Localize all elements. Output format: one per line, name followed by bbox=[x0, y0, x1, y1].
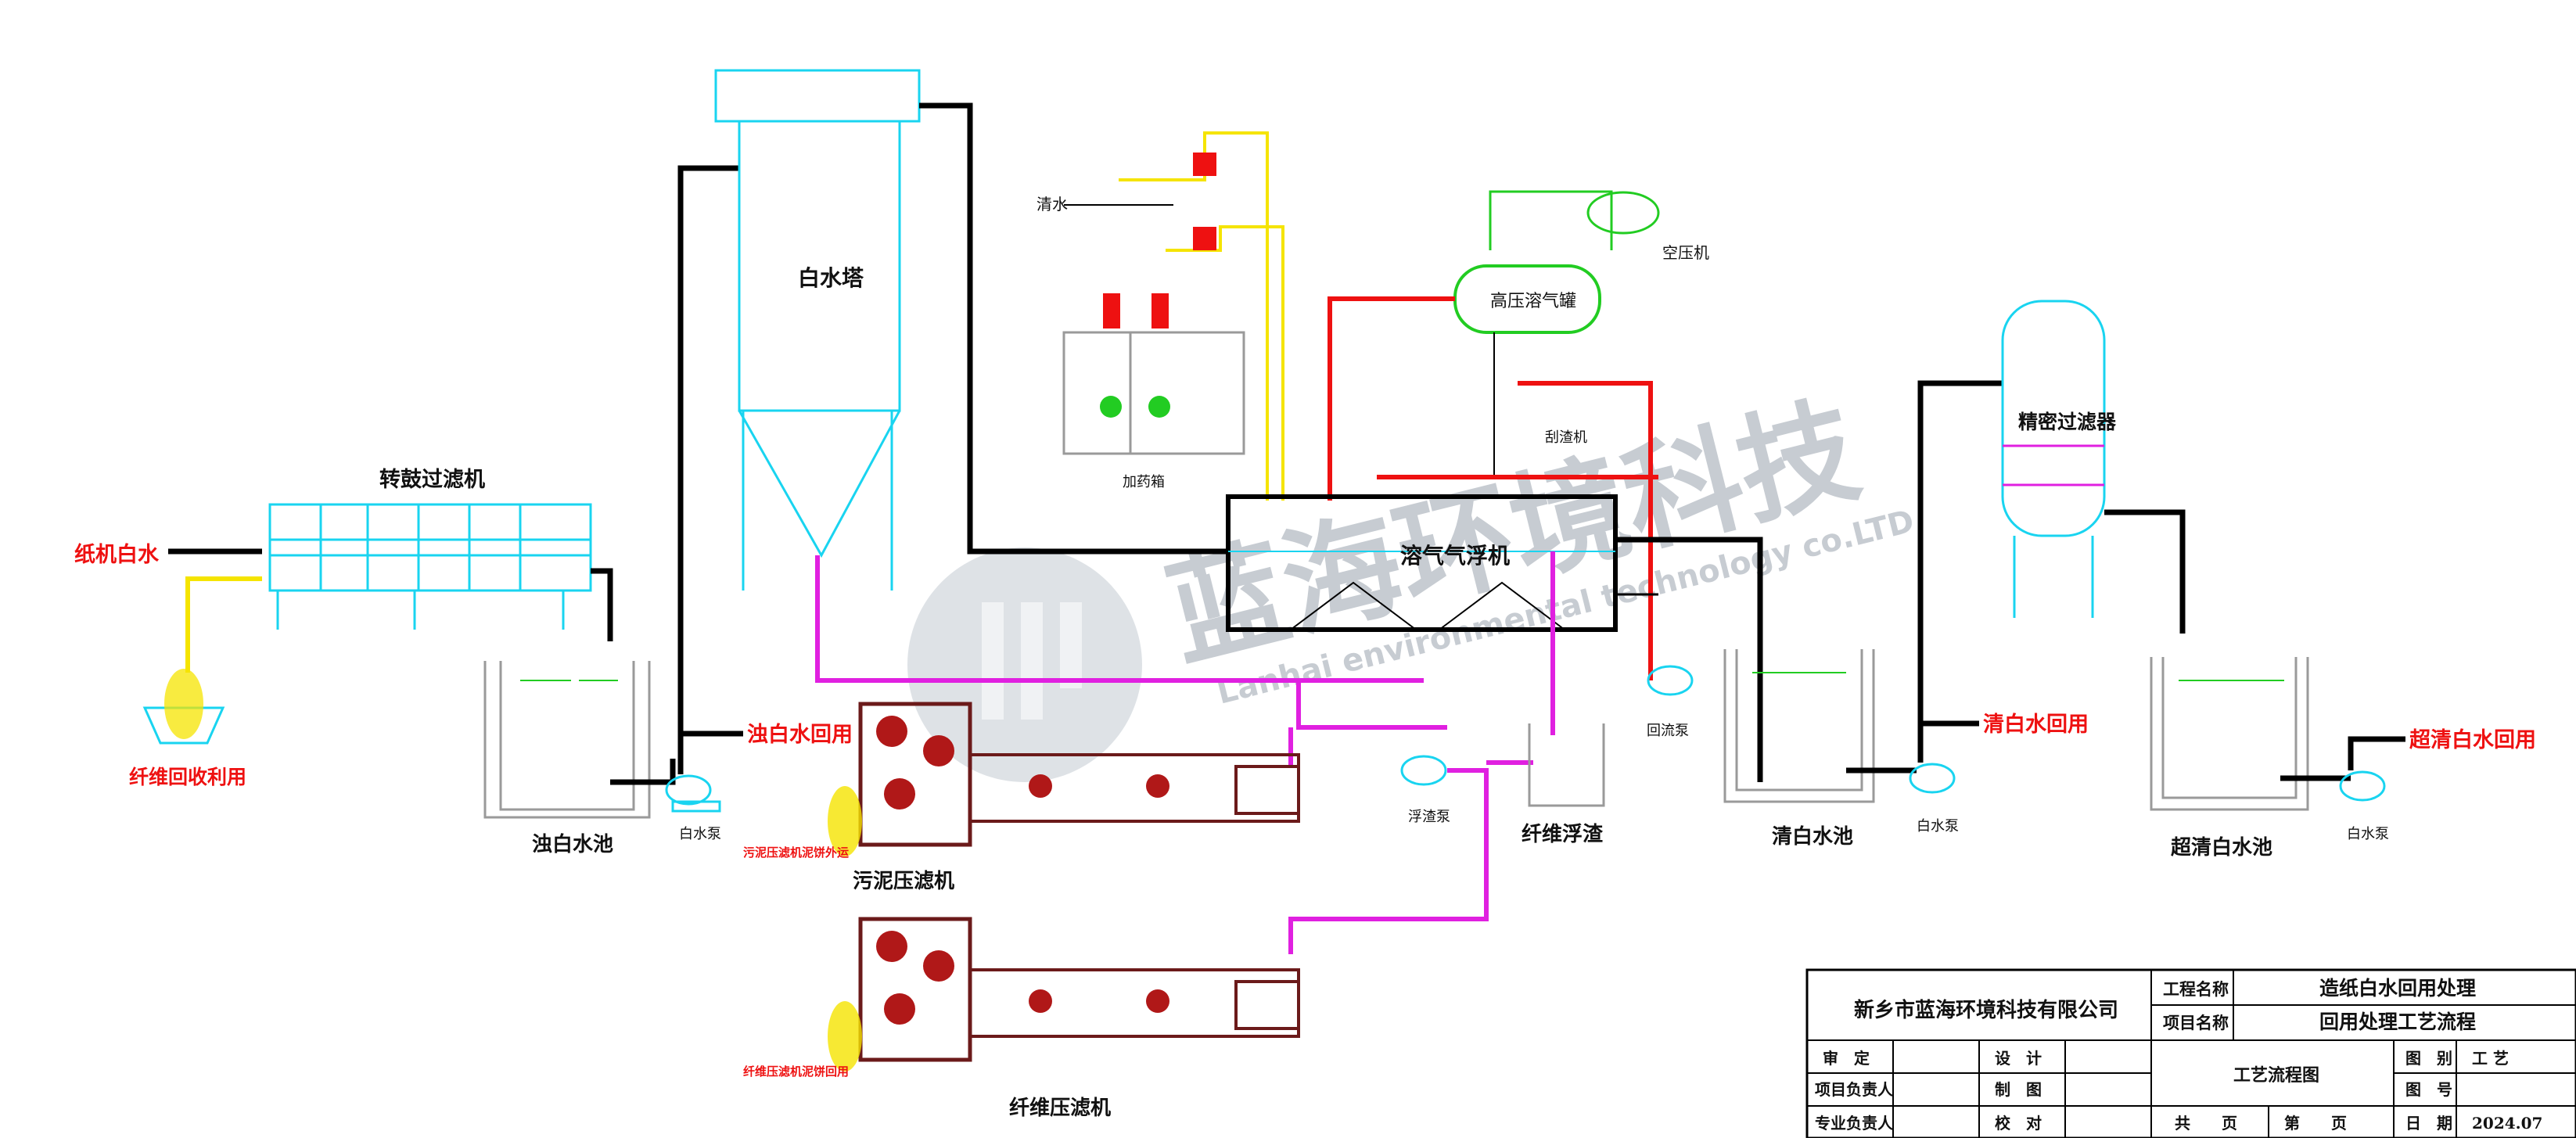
ultra-pump-label: 白水泵 bbox=[2347, 826, 2389, 842]
dosing-section: 清水 加药箱 bbox=[1037, 131, 1284, 501]
clear-reuse-label: 清白水回用 bbox=[1983, 712, 2089, 737]
turbid-pump bbox=[665, 774, 712, 806]
press-note-1: 污泥压滤机泥饼外运 bbox=[743, 845, 849, 860]
float-pump bbox=[1400, 755, 1447, 786]
drum-filter bbox=[268, 503, 592, 592]
tb-design: 设 计 bbox=[1995, 1049, 2042, 1068]
tb-number-label: 图 号 bbox=[2405, 1080, 2452, 1099]
paper-white-water-label: 纸机白水 bbox=[74, 542, 160, 567]
ultra-pool-label: 超清白水池 bbox=[2171, 835, 2272, 860]
air-compressor-label: 空压机 bbox=[1662, 243, 1709, 262]
sludge-press-label: 污泥压滤机 bbox=[853, 870, 954, 893]
white-tower bbox=[738, 120, 901, 412]
precision-filter-label: 精密过滤器 bbox=[2018, 411, 2117, 433]
air-compressor bbox=[1586, 191, 1660, 235]
ultra-pool bbox=[2161, 657, 2298, 799]
turbid-pump-label: 白水泵 bbox=[679, 826, 721, 842]
clear-pump-label: 白水泵 bbox=[1917, 818, 1959, 835]
white-tower-section: 白水塔 bbox=[714, 69, 1424, 683]
fiber-float-tank bbox=[1528, 723, 1605, 807]
tb-project-lead: 项目负责人 bbox=[1815, 1080, 1894, 1099]
tb-date: 2024.07 bbox=[2472, 1114, 2542, 1133]
turbid-pool bbox=[499, 661, 635, 811]
dosing-pump-1 bbox=[1193, 153, 1216, 176]
daf-tank bbox=[1226, 494, 1618, 632]
fiber-press-label: 纤维压滤机 bbox=[1009, 1096, 1111, 1120]
precision-filter bbox=[2001, 300, 2106, 537]
precision-filter-section: 精密过滤器 bbox=[2001, 300, 2186, 634]
tb-project-name-label: 工程名称 bbox=[2163, 979, 2229, 999]
tb-date-label: 日 期 bbox=[2405, 1114, 2452, 1133]
tb-category-label: 图 别 bbox=[2405, 1049, 2452, 1068]
tb-professional-lead: 专业负责人 bbox=[1815, 1114, 1894, 1133]
tb-company: 新乡市蓝海环境科技有限公司 bbox=[1854, 998, 2118, 1022]
fiber-float-section: 纤维浮渣 bbox=[1522, 723, 1605, 846]
turbid-pool-label: 浊白水池 bbox=[532, 832, 613, 856]
press-note-2: 纤维压滤机泥饼回用 bbox=[743, 1064, 849, 1079]
high-pressure-tank-label: 高压溶气罐 bbox=[1490, 292, 1576, 311]
float-pump-label: 浮渣泵 bbox=[1408, 809, 1450, 825]
return-pump bbox=[1647, 665, 1694, 696]
ultra-reuse-label: 超清白水回用 bbox=[2409, 727, 2536, 752]
clear-pump bbox=[1909, 763, 1956, 794]
scraper-label: 刮渣机 bbox=[1545, 429, 1587, 446]
tb-total-pages: 共 页 bbox=[2175, 1114, 2237, 1133]
fiber-press-section: 纤维压滤机泥饼回用 纤维压滤机 bbox=[743, 917, 1300, 1120]
tb-check: 校 对 bbox=[1995, 1114, 2042, 1133]
clear-pool bbox=[1735, 649, 1863, 792]
turbid-pool-section: 浊白水池 白水泵 浊白水回用 bbox=[483, 165, 853, 856]
fiber-float-label: 纤维浮渣 bbox=[1522, 822, 1604, 846]
fiber-recovery-label: 纤维回收利用 bbox=[129, 766, 246, 788]
fiber-press bbox=[858, 917, 972, 1062]
dosing-tank bbox=[1062, 331, 1245, 455]
tb-project-name: 造纸白水回用处理 bbox=[2319, 977, 2476, 1000]
sludge-press-section: 污泥压滤机泥饼外运 污泥压滤机 bbox=[743, 702, 1300, 893]
tb-drawing-title: 工艺流程图 bbox=[2233, 1065, 2319, 1086]
dosing-tank-label: 加药箱 bbox=[1123, 474, 1165, 490]
title-block: 新乡市蓝海环境科技有限公司 工程名称 造纸白水回用处理 项目名称 回用处理工艺流… bbox=[1805, 968, 2576, 1138]
ultra-pool-section: 超清白水池 白水泵 超清白水回用 bbox=[2150, 657, 2536, 860]
tb-category: 工 艺 bbox=[2472, 1049, 2509, 1068]
tb-item-name: 回用处理工艺流程 bbox=[2319, 1011, 2476, 1033]
drum-filter-section: 纸机白水 转鼓过滤机 纤维回收利用 bbox=[74, 468, 613, 788]
tower-top bbox=[714, 69, 921, 123]
ultra-pump bbox=[2339, 770, 2386, 802]
tb-item-name-label: 项目名称 bbox=[2163, 1013, 2229, 1032]
tb-page: 第 页 bbox=[2284, 1114, 2347, 1133]
clear-pool-section: 清白水池 白水泵 清白水回用 bbox=[1723, 380, 2089, 849]
clear-water-label: 清水 bbox=[1037, 195, 1068, 214]
return-pump-label: 回流泵 bbox=[1647, 723, 1689, 739]
air-dissolving-section: 空压机 高压溶气罐 刮渣机 bbox=[1328, 190, 1709, 680]
daf-section: 溶气气浮机 回流泵 浮渣泵 bbox=[1226, 494, 1763, 954]
tb-draw: 制 图 bbox=[1995, 1080, 2042, 1099]
drum-filter-label: 转鼓过滤机 bbox=[379, 468, 485, 492]
clear-pool-label: 清白水池 bbox=[1772, 824, 1853, 849]
turbid-reuse-label: 浊白水回用 bbox=[747, 722, 853, 747]
tb-approve: 审 定 bbox=[1823, 1049, 1870, 1068]
watermark: 蓝海环境科技 Lanhai environmental technology c… bbox=[907, 382, 1917, 782]
dosing-pump-2 bbox=[1193, 227, 1216, 250]
white-tower-label: 白水塔 bbox=[798, 265, 864, 291]
daf-label: 溶气气浮机 bbox=[1400, 543, 1510, 569]
